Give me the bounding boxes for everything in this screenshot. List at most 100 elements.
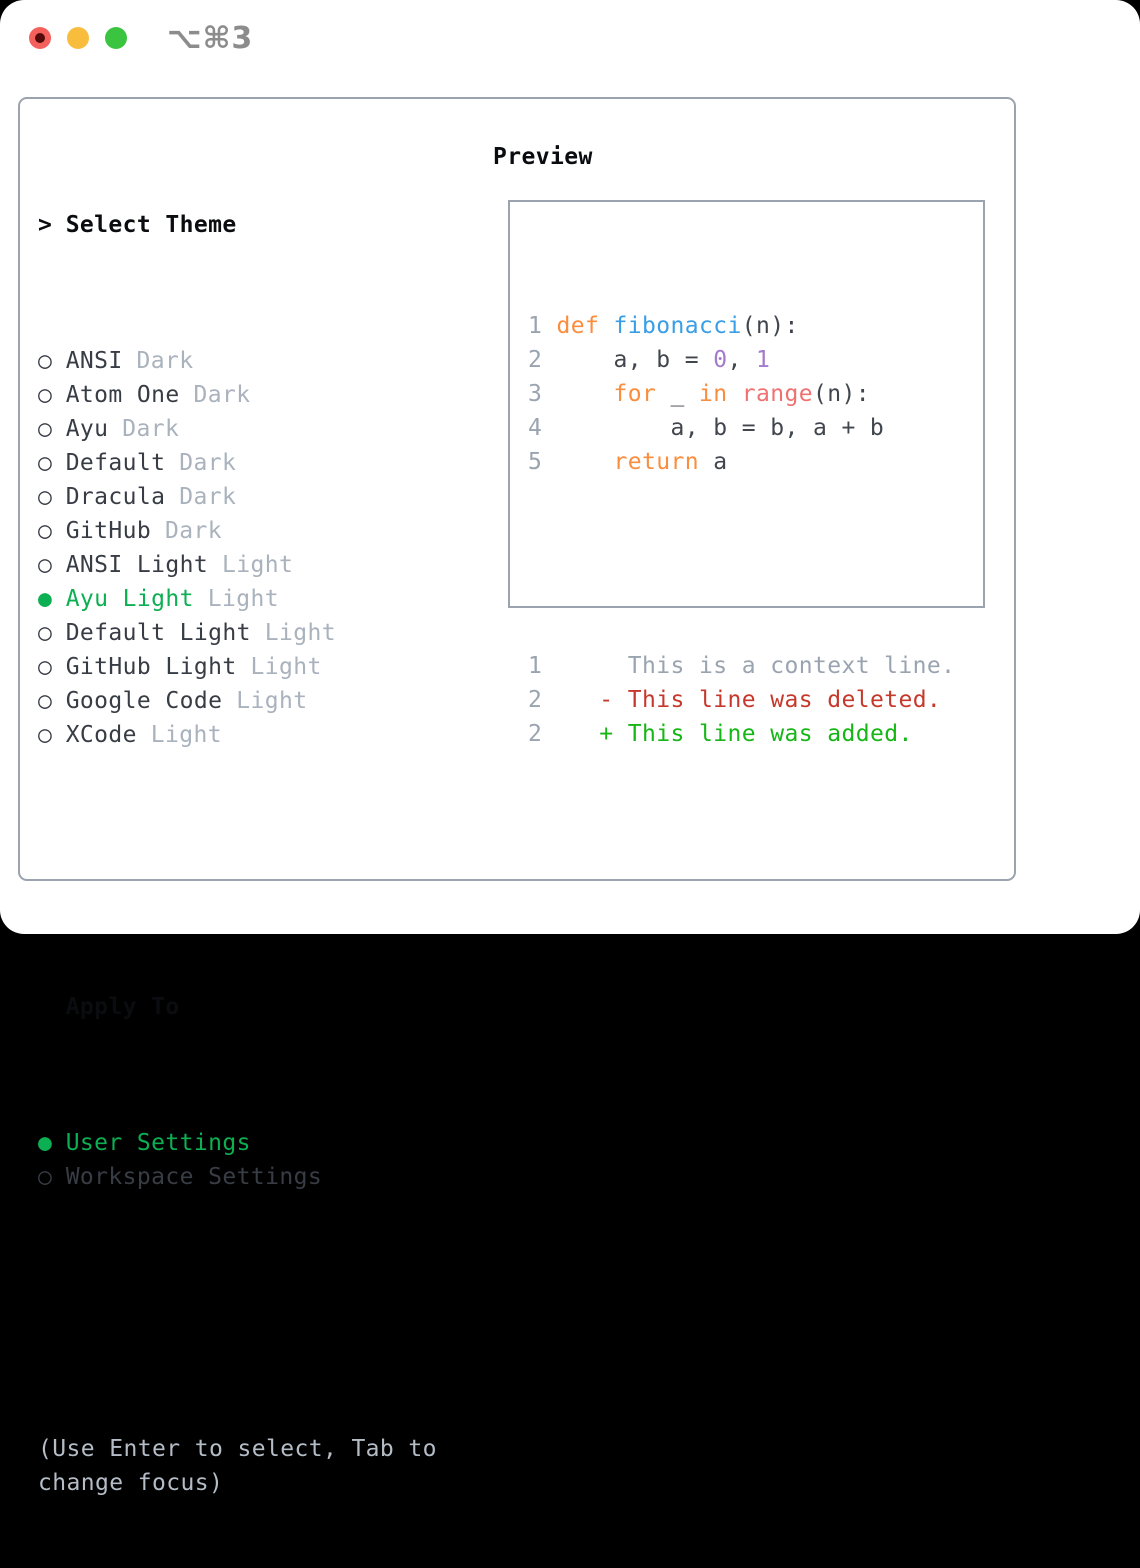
preview-line: 2 - This line was deleted. [528,683,983,717]
code-token [542,449,613,475]
theme-name: Default Light [66,620,251,646]
code-token: (n): [813,381,870,407]
preview-line: 4 a, b = b, a + b [528,411,983,445]
line-number: 3 [528,381,542,407]
preview-line: 2 a, b = 0, 1 [528,343,983,377]
code-token: - This line was deleted. [599,687,941,713]
theme-variant-label: Dark [179,484,236,510]
titlebar: ⌥⌘3 [0,0,1140,76]
theme-variant-label: Light [251,654,322,680]
theme-variant-label: Dark [165,518,222,544]
line-number: 1 [528,313,542,339]
prompt-icon: > [38,208,66,242]
window-title: ⌥⌘3 [167,21,253,56]
apply-to-header-row: Apply To [38,990,444,1024]
theme-name: Google Code [66,688,223,714]
radio-icon: ○ [38,344,66,378]
radio-icon: ○ [38,1160,66,1194]
theme-name: Default [66,450,166,476]
radio-icon: ○ [38,684,66,718]
minimize-button[interactable] [67,27,89,49]
diff-preview: 1 This is a context line.2 - This line w… [528,649,983,751]
radio-icon: ○ [38,446,66,480]
code-token [542,687,599,713]
theme-option[interactable]: ○Ayu Dark [38,412,444,446]
radio-icon: ○ [38,548,66,582]
apply-to-option[interactable]: ●User Settings [38,1126,444,1160]
radio-icon: ○ [38,412,66,446]
theme-name: Atom One [66,382,180,408]
line-number: 2 [528,687,542,713]
code-token: a, b = [542,347,713,373]
code-token: range [742,381,813,407]
code-token [542,721,599,747]
preview-line: 5 return a [528,445,983,479]
theme-variant-label: Light [208,586,279,612]
line-number: 2 [528,721,542,747]
theme-variant-label: Light [151,722,222,748]
radio-icon: ○ [38,378,66,412]
code-token: for [614,381,657,407]
code-token: in [699,381,728,407]
apply-to-name: Workspace Settings [66,1164,322,1190]
preview-line: 3 for _ in range(n): [528,377,983,411]
theme-variant-label: Dark [122,416,179,442]
theme-option[interactable]: ○GitHub Dark [38,514,444,548]
code-token: (n): [742,313,799,339]
select-theme-header-row: >Select Theme [38,208,444,242]
select-theme-title: Select Theme [66,212,237,238]
code-token: return [614,449,699,475]
section-gap [38,1296,444,1330]
preview-gap [528,547,983,581]
radio-selected-icon: ● [38,582,66,616]
line-number: 4 [528,415,542,441]
code-token: 1 [756,347,770,373]
code-token: , [727,347,756,373]
apply-to-list: ●User Settings○Workspace Settings [38,1126,444,1194]
theme-name: GitHub [66,518,151,544]
theme-name: Ayu [66,416,109,442]
theme-option[interactable]: ○Google Code Light [38,684,444,718]
radio-selected-icon: ● [38,1126,66,1160]
radio-icon: ○ [38,514,66,548]
theme-name: ANSI Light [66,552,208,578]
theme-variant-label: Light [265,620,336,646]
maximize-button[interactable] [105,27,127,49]
theme-variant-label: Light [236,688,307,714]
theme-name: GitHub Light [66,654,237,680]
code-token: 0 [713,347,727,373]
section-gap [38,854,444,888]
code-token: a, b = b, a + b [542,415,884,441]
close-button[interactable] [29,27,51,49]
line-number: 5 [528,449,542,475]
code-token: a [699,449,728,475]
code-token [542,381,613,407]
apply-to-name: User Settings [66,1130,251,1156]
apply-to-title: Apply To [66,994,180,1020]
line-number: 1 [528,653,542,679]
code-token [542,313,556,339]
theme-option[interactable]: ○Default Light Light [38,616,444,650]
code-token [599,313,613,339]
theme-name: Dracula [66,484,166,510]
apply-to-option[interactable]: ○Workspace Settings [38,1160,444,1194]
radio-icon: ○ [38,616,66,650]
radio-icon: ○ [38,650,66,684]
code-token: fibonacci [614,313,742,339]
radio-icon: ○ [38,718,66,752]
code-token: def [557,313,600,339]
theme-option[interactable]: ○GitHub Light Light [38,650,444,684]
theme-variant-label: Dark [137,348,194,374]
